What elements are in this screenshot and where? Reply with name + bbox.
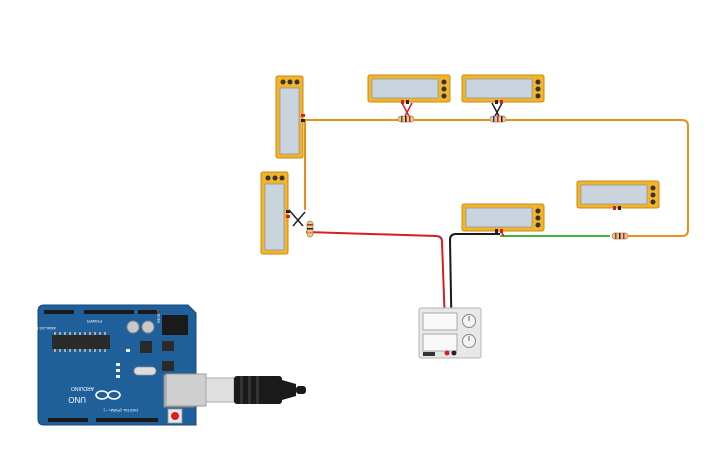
power-supply[interactable] <box>418 307 482 359</box>
probe-lead <box>288 209 306 227</box>
arduino-reset-label: RESET <box>156 309 161 323</box>
multimeter-top-right-horizontal[interactable] <box>461 74 545 104</box>
dial-knob-icon[interactable] <box>462 314 476 328</box>
resistors <box>306 115 629 240</box>
multimeter-left-vertical-top[interactable] <box>275 75 305 159</box>
resistor[interactable] <box>397 115 415 123</box>
arduino-digital-label: DIGITAL (PWM= ~) <box>103 408 138 413</box>
infinity-logo-icon <box>95 390 121 400</box>
dial-knob-icon[interactable] <box>462 334 476 348</box>
arduino-model-label: UNO <box>68 395 86 404</box>
arduino-power-label: POWER <box>87 319 102 324</box>
probe-lead <box>491 102 503 119</box>
resistor[interactable] <box>306 220 314 238</box>
wire-orange-top[interactable] <box>300 119 689 237</box>
arduino-analog-label: ANALOG IN <box>34 326 56 331</box>
wire-black[interactable] <box>448 233 500 353</box>
resistor[interactable] <box>611 232 629 240</box>
reset-button[interactable] <box>171 412 179 420</box>
usb-cable-icon[interactable] <box>165 373 306 407</box>
multimeter-top-left-horizontal[interactable] <box>367 74 451 104</box>
probe-lead <box>401 102 413 119</box>
multimeter-center-horizontal[interactable] <box>461 203 545 233</box>
arduino-uno-board[interactable]: ARDUINO UNO POWER DIGITAL (PWM= ~) RESET… <box>34 304 197 426</box>
resistor[interactable] <box>489 115 507 123</box>
wire-red[interactable] <box>305 231 447 353</box>
multimeter-right-horizontal[interactable] <box>576 180 660 210</box>
multimeter-left-vertical-bottom[interactable] <box>260 171 290 255</box>
arduino-brand-label: ARDUINO <box>71 385 94 391</box>
